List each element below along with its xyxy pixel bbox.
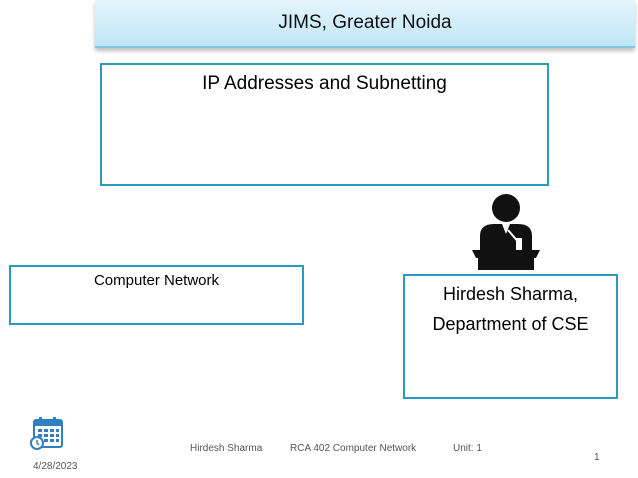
speaker-at-podium-icon: [472, 194, 540, 270]
footer-author: Hirdesh Sharma: [190, 443, 263, 454]
course-box: Computer Network: [9, 265, 304, 325]
title-box: IP Addresses and Subnetting: [100, 63, 549, 186]
course-name: Computer Network: [93, 272, 220, 289]
author-department: Department of CSE: [432, 314, 589, 334]
header-banner: JIMS, Greater Noida: [95, 0, 635, 48]
calendar-icon: [30, 417, 63, 450]
header-title: JIMS, Greater Noida: [278, 12, 452, 33]
slide-title: IP Addresses and Subnetting: [202, 73, 447, 94]
author-name: Hirdesh Sharma,: [442, 284, 579, 304]
slide-date: 4/28/2023: [33, 461, 78, 472]
author-box: Hirdesh Sharma, Department of CSE: [403, 274, 618, 399]
footer-course: RCA 402 Computer Network: [290, 443, 417, 454]
page-number: 1: [594, 452, 600, 463]
footer-unit: Unit: 1: [453, 443, 482, 454]
